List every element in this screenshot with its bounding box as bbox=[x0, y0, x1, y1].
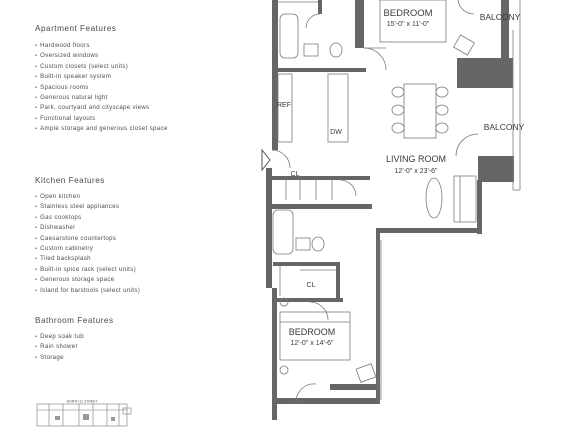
list-item: Generous natural light bbox=[35, 93, 168, 103]
bedroom2-label: BEDROOM bbox=[289, 327, 336, 337]
list-item: Hardwood floors bbox=[35, 41, 168, 51]
list-item: Custom closets (select units) bbox=[35, 62, 168, 72]
list-item: Generous storage space bbox=[35, 275, 140, 285]
apartment-features-title: Apartment Features bbox=[35, 24, 117, 33]
list-item: Deep soak tub bbox=[35, 332, 84, 342]
bedroom1-dims: 15'-0" x 11'-0" bbox=[387, 21, 430, 28]
list-item: Tiled backsplash bbox=[35, 254, 140, 264]
floor-plan: BEDROOM 15'-0" x 11'-0" BALCONY BALCONY … bbox=[261, 0, 525, 420]
list-item: Gas cooktops bbox=[35, 213, 140, 223]
list-item: Built-in spice rack (select units) bbox=[35, 265, 140, 275]
list-item: Ample storage and generous closet space bbox=[35, 124, 168, 134]
ref-label: REF bbox=[277, 102, 291, 109]
closet2-label: CL bbox=[307, 282, 316, 289]
entry-arrow-icon bbox=[261, 148, 271, 172]
list-item: Functional layouts bbox=[35, 114, 168, 124]
list-item: Open kitchen bbox=[35, 192, 140, 202]
kitchen-features-title: Kitchen Features bbox=[35, 176, 105, 185]
living-room-dims: 12'-0" x 23'-6" bbox=[394, 168, 438, 175]
apartment-features-list: Hardwood floors Oversized windows Custom… bbox=[35, 41, 168, 135]
closet1-label: CL bbox=[291, 171, 300, 178]
balcony1-label: BALCONY bbox=[480, 12, 521, 22]
list-item: Storage bbox=[35, 353, 84, 363]
list-item: Spacious rooms bbox=[35, 83, 168, 93]
bedroom1-label: BEDROOM bbox=[383, 8, 432, 19]
site-plan: NORTH 11 STREET bbox=[36, 400, 132, 427]
list-item: Caesarstone countertops bbox=[35, 234, 140, 244]
list-item: Park, courtyard and cityscape views bbox=[35, 103, 168, 113]
bathroom-features-list: Deep soak tub Rain shower Storage bbox=[35, 332, 84, 363]
list-item: Rain shower bbox=[35, 342, 84, 352]
site-street-label: NORTH 11 STREET bbox=[67, 400, 98, 404]
kitchen-features-list: Open kitchen Stainless steel appliances … bbox=[35, 192, 140, 296]
balcony2-label: BALCONY bbox=[484, 122, 525, 132]
list-item: Custom cabinetry bbox=[35, 244, 140, 254]
bathroom-features-title: Bathroom Features bbox=[35, 316, 114, 325]
bedroom2-dims: 12'-0" x 14'-6" bbox=[290, 340, 334, 347]
list-item: Stainless steel appliances bbox=[35, 202, 140, 212]
list-item: Built-in speaker system bbox=[35, 72, 168, 82]
living-room-label: LIVING ROOM bbox=[386, 154, 446, 164]
list-item: Island for barstools (select units) bbox=[35, 286, 140, 296]
dw-label: DW bbox=[330, 129, 342, 136]
list-item: Oversized windows bbox=[35, 51, 168, 61]
list-item: Dishwasher bbox=[35, 223, 140, 233]
